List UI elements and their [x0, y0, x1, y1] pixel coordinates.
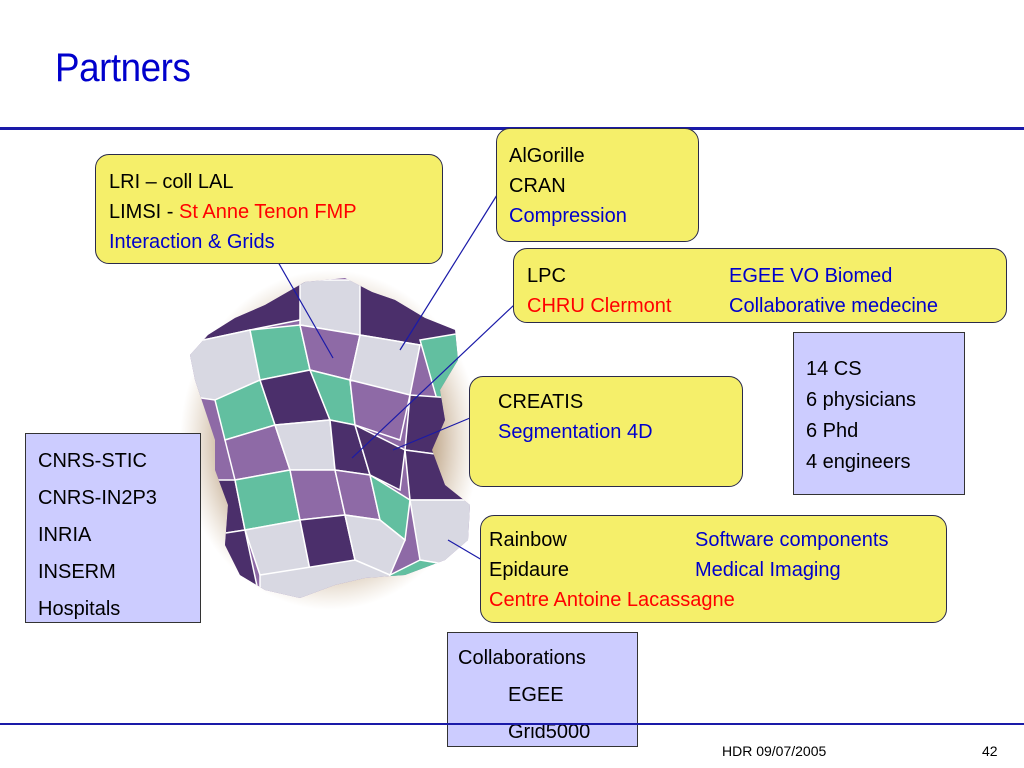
- slide-title: Partners: [55, 46, 191, 90]
- interaction-grids-label: Interaction & Grids: [109, 231, 275, 253]
- collaborations-title: Collaborations: [458, 647, 586, 669]
- rainbow-partner-box: Rainbow Software components Epidaure Med…: [480, 515, 947, 623]
- footer-date: HDR 09/07/2005: [722, 743, 827, 759]
- page-number: 42: [982, 743, 998, 759]
- egee-vo-biomed-label: EGEE VO Biomed: [729, 265, 893, 287]
- algorille-label: AlGorille: [509, 145, 585, 167]
- institution-inserm: INSERM: [38, 561, 116, 583]
- software-components-label: Software components: [695, 529, 889, 551]
- stat-cs: 14 CS: [806, 358, 862, 380]
- compression-label: Compression: [509, 205, 627, 227]
- centre-antoine-lacassagne-label: Centre Antoine Lacassagne: [489, 589, 735, 611]
- lri-line: LRI – coll LAL: [109, 171, 234, 193]
- creatis-label: CREATIS: [498, 391, 584, 413]
- stat-physicians: 6 physicians: [806, 389, 917, 411]
- rainbow-label: Rainbow: [489, 529, 567, 551]
- limsi-label: LIMSI -: [109, 201, 180, 223]
- limsi-line: LIMSI - St Anne Tenon FMP: [109, 197, 442, 227]
- algorille-partner-box: AlGorille CRAN Compression: [496, 128, 699, 242]
- collaborations-box: Collaborations EGEE Grid5000: [447, 632, 638, 747]
- lpc-partner-box: LPC EGEE VO Biomed CHRU Clermont Collabo…: [513, 248, 1007, 323]
- institution-inria: INRIA: [38, 524, 92, 546]
- collab-egee: EGEE: [508, 684, 564, 706]
- institution-cnrs-stic: CNRS-STIC: [38, 450, 147, 472]
- institution-cnrs-in2p3: CNRS-IN2P3: [38, 487, 157, 509]
- staff-stats-box: 14 CS 6 physicians 6 Phd 4 engineers: [793, 332, 965, 495]
- chru-clermont-label: CHRU Clermont: [527, 295, 672, 317]
- stat-phd: 6 Phd: [806, 420, 859, 442]
- st-anne-label: St Anne Tenon FMP: [179, 201, 357, 223]
- collab-grid5000: Grid5000: [508, 721, 591, 743]
- collaborative-medecine-label: Collaborative medecine: [729, 295, 939, 317]
- segmentation-4d-label: Segmentation 4D: [498, 421, 653, 443]
- footer-divider: [0, 723, 1024, 725]
- medical-imaging-label: Medical Imaging: [695, 559, 841, 581]
- connector-lines: [269, 194, 515, 561]
- cran-label: CRAN: [509, 175, 566, 197]
- institution-hospitals: Hospitals: [38, 598, 121, 620]
- stat-engineers: 4 engineers: [806, 451, 911, 473]
- lri-partner-box: LRI – coll LAL LIMSI - St Anne Tenon FMP…: [95, 154, 443, 264]
- institutions-box: CNRS-STIC CNRS-IN2P3 INRIA INSERM Hospit…: [25, 433, 201, 623]
- lpc-label: LPC: [527, 265, 566, 287]
- epidaure-label: Epidaure: [489, 559, 570, 581]
- creatis-partner-box: CREATIS Segmentation 4D: [469, 376, 743, 487]
